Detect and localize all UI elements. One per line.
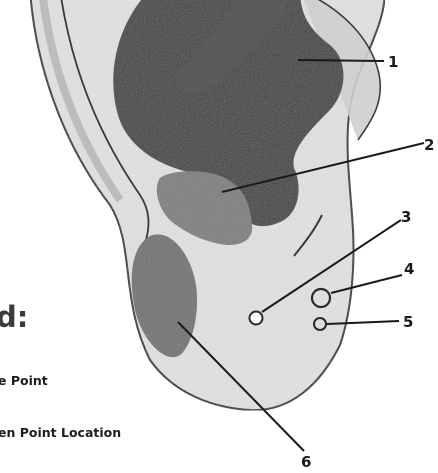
label-6: 6 (301, 453, 311, 471)
label-2: 2 (424, 136, 434, 154)
legend-item-point: e Point (0, 373, 48, 388)
label-1: 1 (388, 53, 398, 71)
label-3: 3 (401, 208, 411, 226)
legend-item-location: en Point Location (0, 425, 121, 440)
legend-heading: d: (0, 300, 28, 334)
leader-line-1 (298, 60, 384, 61)
label-4: 4 (404, 260, 414, 278)
point-3 (250, 312, 263, 325)
label-5: 5 (403, 313, 413, 331)
